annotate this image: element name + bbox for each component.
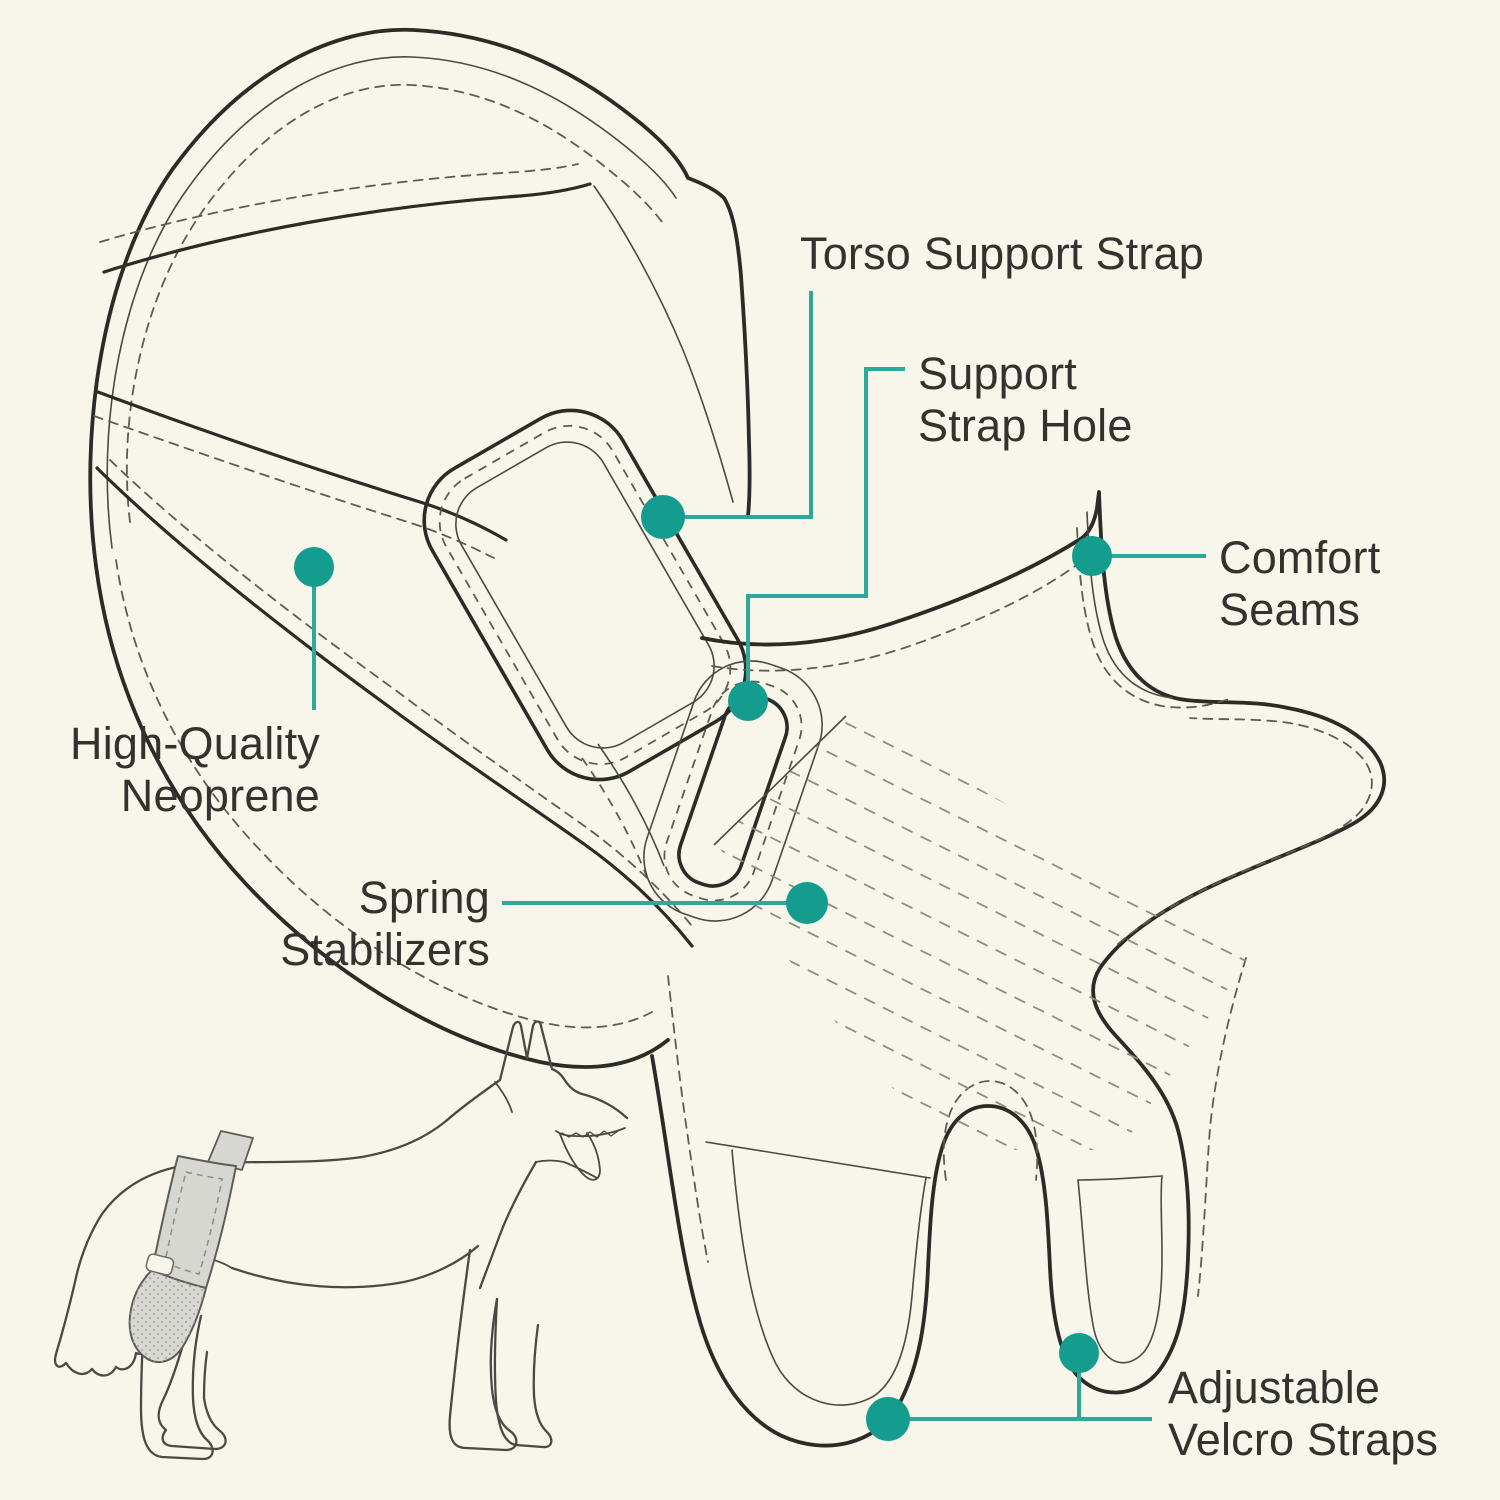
label-line: High-Quality [70,718,320,769]
dot-support-strap-hole [728,681,768,721]
dog-brace-overlay [128,1130,254,1364]
leader-support-strap-hole [746,367,905,700]
strap-connector [581,743,665,881]
leader-torso-support-strap [663,291,813,519]
label-adjustable-velcro-straps: Adjustable Velcro Straps [1168,1362,1438,1466]
spring-stabilizer-hatch [716,714,1256,1150]
label-line: Torso Support Strap [800,228,1205,279]
dot-spring-stabilizers [786,882,828,924]
stabilizer-pocket-edge [713,715,847,846]
label-line: Velcro Straps [1168,1414,1439,1465]
right-leg-cuff-lining [1077,1175,1163,1364]
label-line: Adjustable [1168,1362,1381,1413]
dog-strap-buckle [145,1253,175,1276]
label-comfort-seams: Comfort Seams [1219,532,1380,636]
dot-torso-support-strap [641,495,685,539]
label-line: Neoprene [120,770,320,821]
label-line: Stabilizers [280,924,490,975]
label-line: Strap Hole [918,400,1133,451]
label-spring-stabilizers: Spring Stabilizers [190,872,490,976]
label-line: Comfort [1219,532,1381,583]
dot-neoprene [294,547,334,587]
dog-wearing-brace-illustration [54,1020,629,1461]
label-high-quality-neoprene: High-Quality Neoprene [20,718,320,822]
left-leg-cuff-lining [731,1149,927,1406]
dot-velcro-strap-right [1059,1333,1099,1373]
callout-dots [294,495,1112,1441]
torso-strap-velcro-pad [422,408,748,782]
neoprene-flap [88,27,752,1069]
dot-velcro-strap-left [866,1397,910,1441]
label-line: Seams [1219,584,1361,635]
label-line: Spring [358,872,490,923]
label-torso-support-strap: Torso Support Strap [800,228,1204,280]
label-line: Support [918,348,1078,399]
dog-torso-strap [207,1130,254,1171]
label-support-strap-hole: Support Strap Hole [918,348,1133,452]
dot-comfort-seams [1072,536,1112,576]
